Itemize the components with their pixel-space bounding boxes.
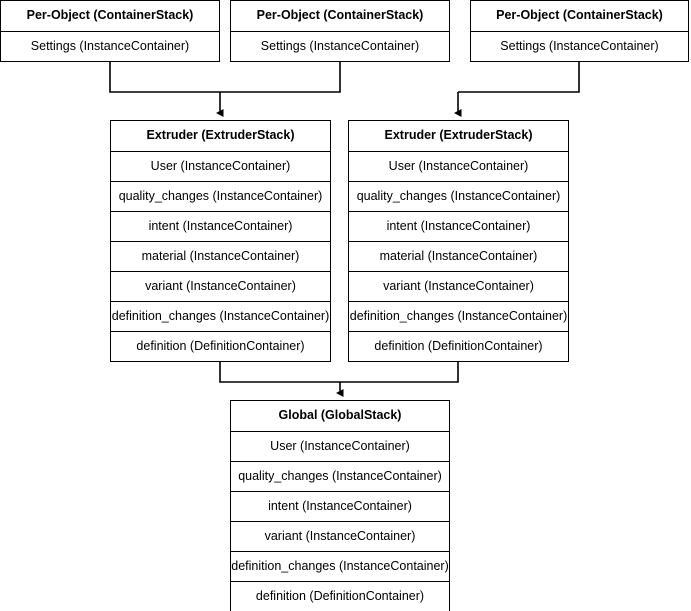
node-header: Global (GlobalStack) [231, 401, 449, 431]
node-row-definition: definition (DefinitionContainer) [111, 331, 330, 361]
node-row-user: User (InstanceContainer) [111, 151, 330, 181]
node-row-intent: intent (InstanceContainer) [349, 211, 568, 241]
edge-perobject2-to-extruder1 [458, 61, 580, 93]
node-row-definition-changes: definition_changes (InstanceContainer) [111, 301, 330, 331]
edge-perobject1-to-extruder0 [220, 61, 341, 93]
node-header: Per-Object (ContainerStack) [1, 1, 219, 31]
node-header: Per-Object (ContainerStack) [231, 1, 449, 31]
node-row-settings: Settings (InstanceContainer) [231, 31, 449, 61]
node-header: Per-Object (ContainerStack) [471, 1, 688, 31]
node-row-variant: variant (InstanceContainer) [349, 271, 568, 301]
node-extruder-stack-1[interactable]: Extruder (ExtruderStack) User (InstanceC… [348, 120, 569, 362]
node-header: Extruder (ExtruderStack) [349, 121, 568, 151]
node-row-variant: variant (InstanceContainer) [231, 521, 449, 551]
edge-extruder1-to-global [340, 361, 459, 383]
node-global-stack[interactable]: Global (GlobalStack) User (InstanceConta… [230, 400, 450, 611]
node-row-settings: Settings (InstanceContainer) [471, 31, 688, 61]
node-extruder-stack-0[interactable]: Extruder (ExtruderStack) User (InstanceC… [110, 120, 331, 362]
node-row-intent: intent (InstanceContainer) [111, 211, 330, 241]
node-row-material: material (InstanceContainer) [349, 241, 568, 271]
node-row-quality-changes: quality_changes (InstanceContainer) [231, 461, 449, 491]
node-row-definition: definition (DefinitionContainer) [349, 331, 568, 361]
node-row-variant: variant (InstanceContainer) [111, 271, 330, 301]
node-row-settings: Settings (InstanceContainer) [1, 31, 219, 61]
node-row-definition-changes: definition_changes (InstanceContainer) [349, 301, 568, 331]
node-row-user: User (InstanceContainer) [231, 431, 449, 461]
node-row-quality-changes: quality_changes (InstanceContainer) [349, 181, 568, 211]
node-row-intent: intent (InstanceContainer) [231, 491, 449, 521]
edge-extruder0-to-global [219, 361, 340, 383]
node-row-definition-changes: definition_changes (InstanceContainer) [231, 551, 449, 581]
node-per-object-stack-0[interactable]: Per-Object (ContainerStack) Settings (In… [0, 0, 220, 62]
node-row-definition: definition (DefinitionContainer) [231, 581, 449, 611]
node-row-user: User (InstanceContainer) [349, 151, 568, 181]
node-per-object-stack-1[interactable]: Per-Object (ContainerStack) Settings (In… [230, 0, 450, 62]
edge-perobject0-to-extruder0 [109, 61, 220, 93]
node-per-object-stack-2[interactable]: Per-Object (ContainerStack) Settings (In… [470, 0, 689, 62]
node-row-material: material (InstanceContainer) [111, 241, 330, 271]
node-row-quality-changes: quality_changes (InstanceContainer) [111, 181, 330, 211]
node-header: Extruder (ExtruderStack) [111, 121, 330, 151]
